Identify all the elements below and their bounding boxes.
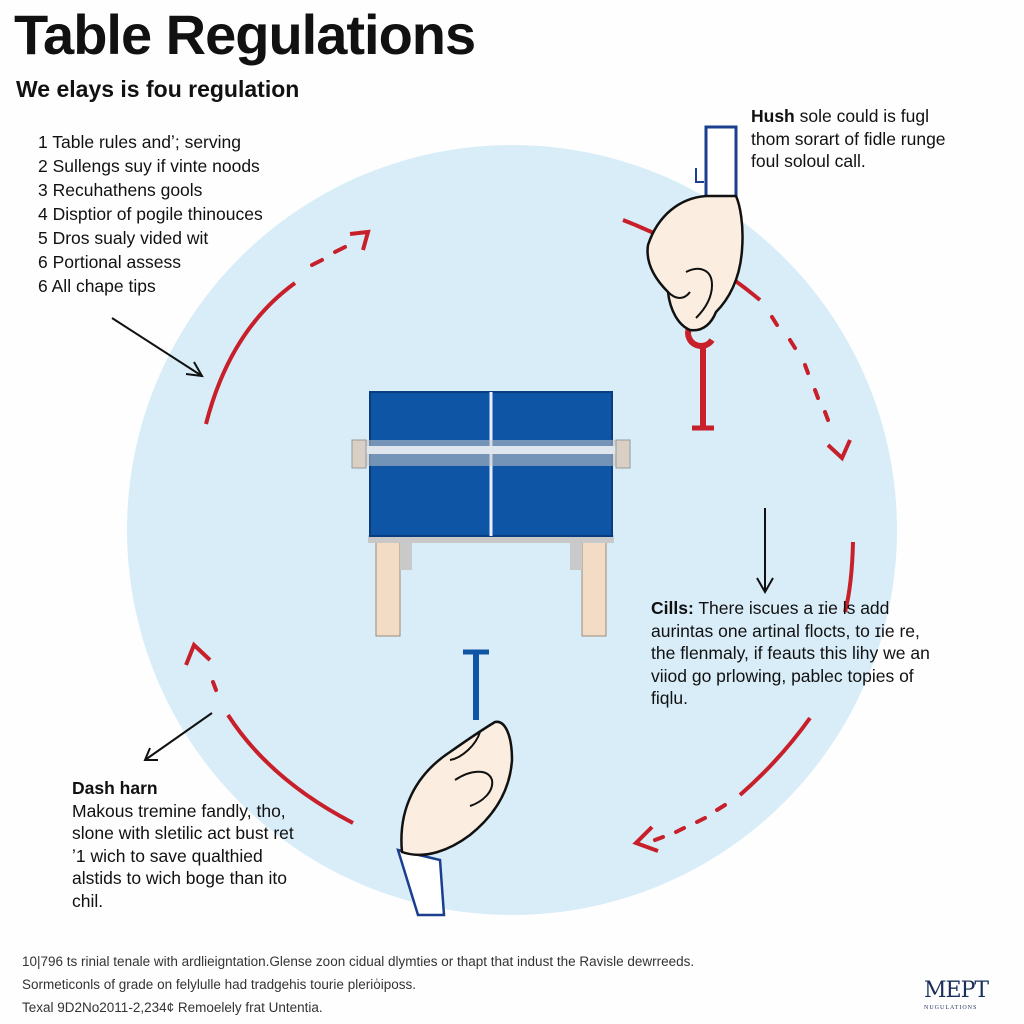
page-title: Table Regulations xyxy=(14,3,476,66)
note-text: Makous tremine fandly, tho, slone with s… xyxy=(72,800,294,911)
brand-logo: MEPT xyxy=(924,978,989,1003)
rule-item: 4 Disptior of pogile thinouces xyxy=(38,204,263,224)
pointer-arrow-icon xyxy=(111,317,774,761)
footer-line: Sormeticonls of ɡrade on felylulle had t… xyxy=(22,977,416,992)
rule-item: 2 Sullengs suy if vinte noods xyxy=(38,156,260,176)
rule-item: 3 Recuhathens gools xyxy=(38,180,203,200)
rule-item: 5 Dros sualy vided wit xyxy=(38,228,209,248)
note-heading: Cills: xyxy=(651,598,694,618)
ping-pong-table-icon xyxy=(351,391,631,637)
note-right: Cills: There iscues a ɪie ls add aurinta… xyxy=(651,597,941,710)
note-text: sole could is fugl thom sorart of fidle … xyxy=(751,106,946,171)
rule-item: 6 Portional assess xyxy=(38,252,181,272)
hand-holding-blue-paddle-icon xyxy=(396,649,514,917)
rule-item: 1 Table rules andʼ; serving xyxy=(38,132,241,152)
note-heading: Hush xyxy=(751,106,795,126)
note-bottom-left: Dash harn Makous tremine fandly, tho, sl… xyxy=(72,777,312,912)
brand-logo-subtext: NUGULATIONS xyxy=(924,1005,978,1011)
page-subtitle: We elays is fou regulation xyxy=(16,76,300,102)
note-heading: Dash harn xyxy=(72,778,158,798)
note-top-right: Hush sole could is fugl thom sorart of f… xyxy=(751,105,951,173)
rules-list: 1 Table rules andʼ; serving 2 Sullengs s… xyxy=(38,130,263,298)
hand-holding-red-paddle-icon xyxy=(646,125,744,431)
rule-item: 6 All chape tips xyxy=(38,276,156,296)
footer-notes: 10|796 ts rinial tenale with ardlieignta… xyxy=(22,950,872,1019)
note-text: There iscues a ɪie ls add aurintas one a… xyxy=(651,598,930,708)
circular-arrow-icon xyxy=(184,218,855,853)
footer-line: Texal 9D2No2011-2,234¢ Remoelely frat Un… xyxy=(22,1000,323,1015)
footer-line: 10|796 ts rinial tenale with ardlieignta… xyxy=(22,954,695,969)
